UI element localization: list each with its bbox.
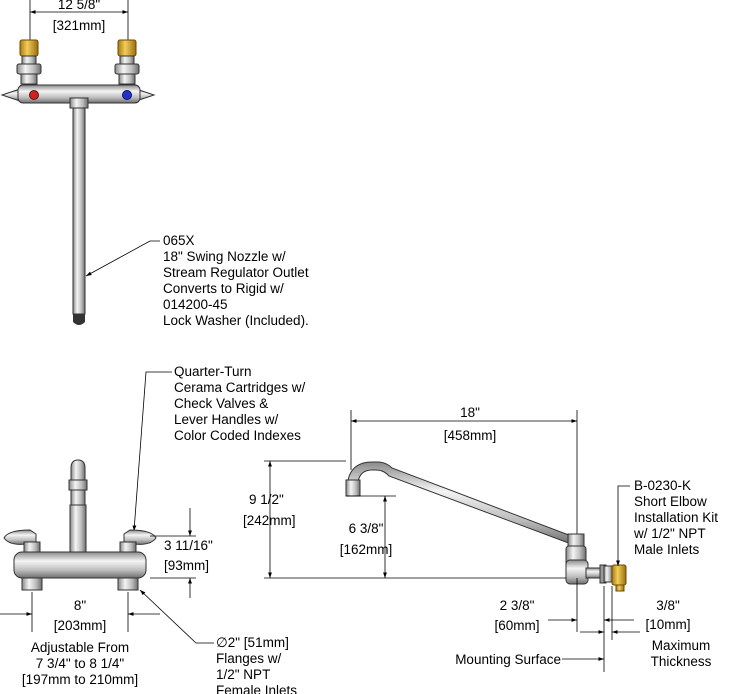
flange-line-1: ∅2" [51mm] [216, 635, 289, 650]
elbow-offset-imperial: 2 3/8" [500, 598, 535, 613]
outlet-height-imperial: 6 3/8" [349, 521, 384, 536]
top-brass-stems [16, 39, 140, 85]
nozzle-line-1: 065X [163, 233, 195, 248]
handle-height-metric: [93mm] [164, 558, 209, 573]
max-thickness-dimension: 3/8" [10mm] Maximum Thickness [580, 598, 712, 669]
top-body [0, 84, 156, 109]
nozzle-line-2: 18" Swing Nozzle w/ [163, 249, 286, 264]
center-spacing-metric: [203mm] [54, 618, 107, 633]
flange-line-3: 1/2" NPT [216, 667, 270, 682]
spout-reach-metric: [458mm] [444, 428, 497, 443]
nozzle-line-5: 014200-45 [163, 297, 228, 312]
adjustable-line-1: Adjustable From [31, 640, 129, 655]
front-spout [68, 459, 88, 556]
elbow-kit-line-1: B-0230-K [634, 478, 691, 493]
elbow-kit-line-5: Male Inlets [634, 542, 700, 557]
overall-height-metric: [242mm] [243, 513, 296, 528]
max-thickness-metric: [10mm] [645, 617, 690, 632]
center-spacing-imperial: 8" [74, 598, 87, 613]
elbow-offset-dimension: 2 3/8" [60mm] [494, 598, 634, 633]
cold-index-icon [122, 90, 132, 100]
top-width-metric: [321mm] [53, 18, 106, 33]
cartridge-line-4: Lever Handles w/ [174, 412, 279, 427]
flange-line-2: Flanges w/ [216, 651, 282, 666]
outlet-height-dimension: 6 3/8" [162mm] [340, 495, 396, 578]
nozzle-line-3: Stream Regulator Outlet [163, 265, 309, 280]
front-handles [3, 529, 157, 555]
elbow-kit-callout: B-0230-K Short Elbow Installation Kit w/… [616, 478, 718, 566]
nozzle-line-6: Lock Washer (Included). [163, 313, 309, 328]
mounting-surface-label: Mounting Surface [455, 652, 561, 667]
side-view: 18" [458mm] B-0230-K Short Elbow Install… [243, 405, 718, 672]
cartridge-line-3: Check Valves & [174, 396, 268, 411]
top-width-dimension: 12 5/8" [321mm] [29, 0, 129, 40]
handle-height-imperial: 3 11/16" [164, 538, 213, 553]
cartridge-line-1: Quarter-Turn [174, 364, 252, 379]
hot-index-icon [29, 90, 39, 100]
front-body [13, 551, 147, 591]
spout-reach-imperial: 18" [460, 405, 480, 420]
adjustable-line-3: [197mm to 210mm] [22, 672, 138, 687]
nozzle-callout: 065X 18" Swing Nozzle w/ Stream Regulato… [85, 233, 309, 328]
elbow-offset-metric: [60mm] [494, 618, 539, 633]
cartridge-callout: Quarter-Turn Cerama Cartridges w/ Check … [132, 364, 306, 532]
cartridge-line-5: Color Coded Indexes [174, 428, 301, 443]
elbow-kit [599, 564, 627, 592]
outlet-height-metric: [162mm] [340, 542, 393, 557]
cartridge-line-2: Cerama Cartridges w/ [174, 380, 306, 395]
max-thickness-imperial: 3/8" [656, 598, 680, 613]
elbow-kit-line-2: Short Elbow [634, 494, 707, 509]
center-spacing-dimension: 8" [203mm] Adjustable From 7 3/4" to 8 1… [0, 592, 160, 687]
overall-height-imperial: 9 1/2" [249, 492, 284, 507]
elbow-kit-line-3: Installation Kit [634, 510, 718, 525]
spout-reach-dimension: 18" [458mm] [350, 405, 578, 545]
max-thickness-label-1: Maximum [652, 638, 711, 653]
handle-height-dimension: 3 11/16" [93mm] [150, 508, 213, 598]
top-nozzle [72, 107, 86, 325]
flange-callout: ∅2" [51mm] Flanges w/ 1/2" NPT Female In… [139, 589, 297, 694]
adjustable-line-2: 7 3/4" to 8 1/4" [36, 656, 125, 671]
elbow-kit-line-4: w/ 1/2" NPT [633, 526, 706, 541]
max-thickness-label-2: Thickness [651, 654, 712, 669]
front-view: Quarter-Turn Cerama Cartridges w/ Check … [0, 364, 306, 694]
mounting-surface-callout: Mounting Surface [455, 652, 604, 667]
top-view: 12 5/8" [321mm] [0, 0, 309, 328]
overall-height-dimension: 9 1/2" [242mm] [243, 461, 296, 578]
side-spout [345, 461, 605, 585]
nozzle-line-4: Converts to Rigid w/ [163, 281, 284, 296]
top-width-imperial: 12 5/8" [58, 0, 101, 12]
flange-line-4: Female Inlets [216, 683, 297, 694]
